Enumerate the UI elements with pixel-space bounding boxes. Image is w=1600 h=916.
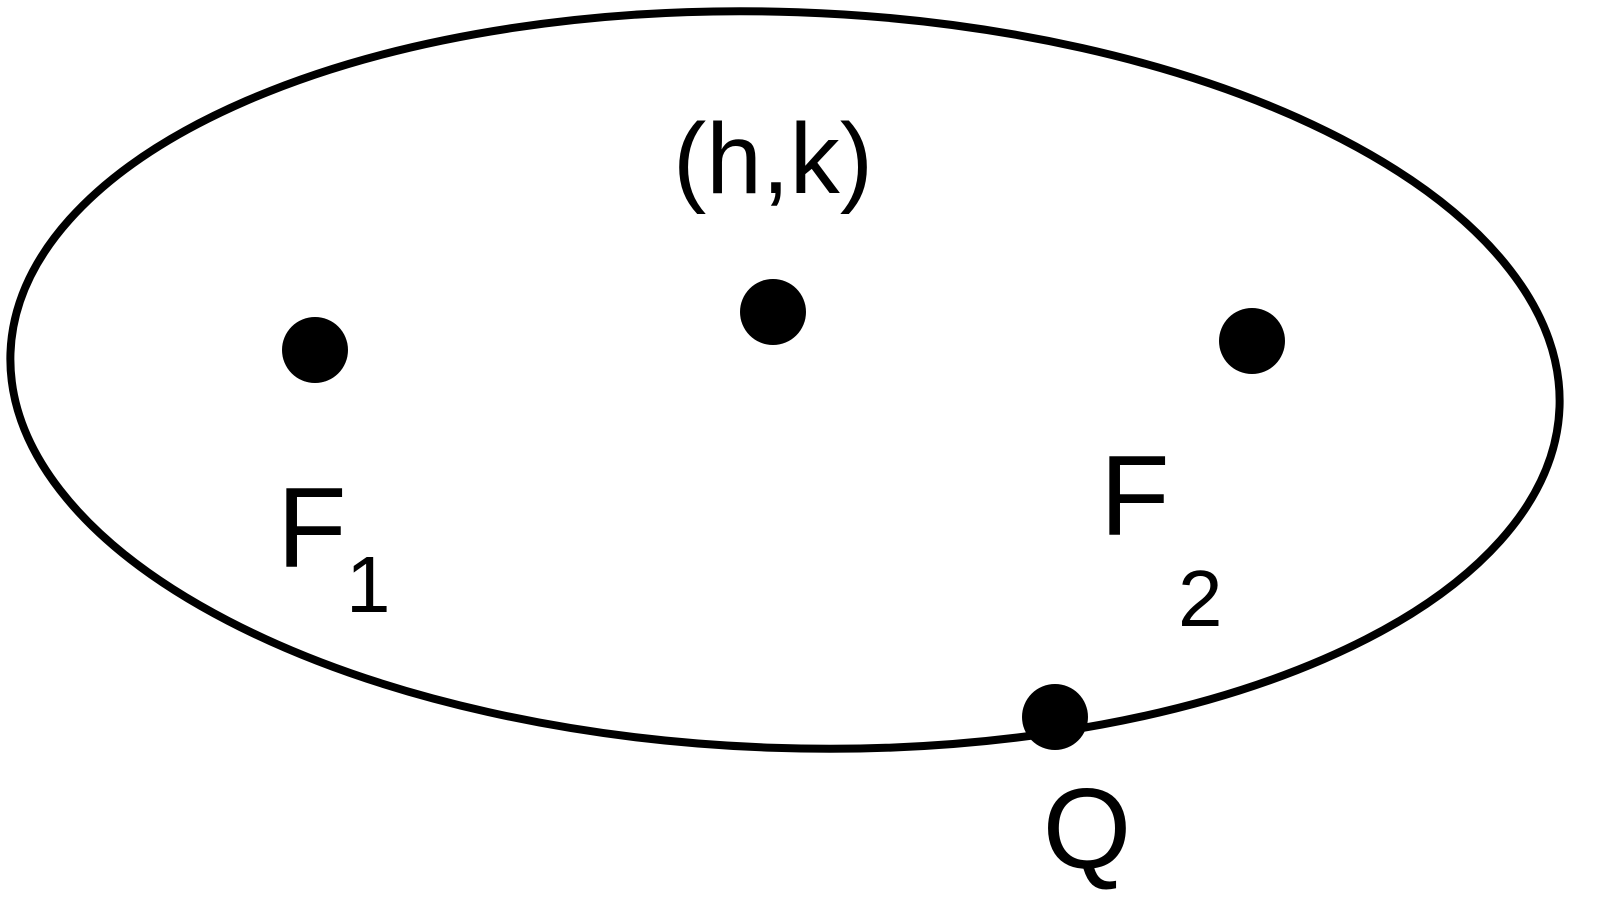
point-q-label: Q: [1043, 766, 1132, 893]
focus2-letter: F: [1100, 433, 1170, 560]
ellipse-outline: [6, 7, 1564, 753]
focus1-letter: F: [277, 465, 347, 592]
focus2-subscript: 2: [1178, 554, 1223, 643]
focus2-point: [1219, 308, 1285, 374]
focus1-point: [282, 317, 348, 383]
focus1-subscript: 1: [346, 540, 391, 629]
center-point: [740, 279, 806, 345]
point-q: [1022, 684, 1088, 750]
center-label: (h,k): [673, 103, 873, 215]
